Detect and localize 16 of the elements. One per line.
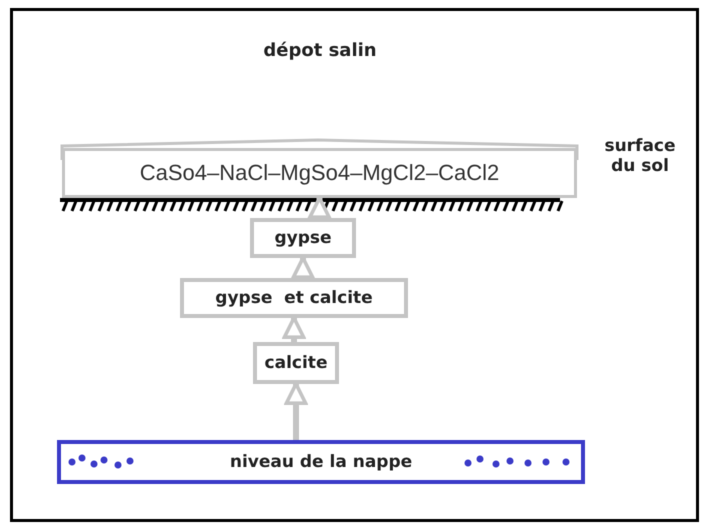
arrow xyxy=(284,382,308,440)
node-text: niveau de la nappe xyxy=(230,452,412,472)
arrow xyxy=(282,316,306,342)
mineral-box xyxy=(180,278,408,318)
node-text: gypse xyxy=(274,228,332,248)
node-text: gypse et calcite xyxy=(215,288,373,308)
deposit-title: dépot salin xyxy=(262,40,378,61)
arrow xyxy=(308,196,331,219)
mineral-box xyxy=(250,218,356,258)
arrow xyxy=(292,256,314,279)
soil-surface-label: surface du sol xyxy=(603,136,677,176)
mineral-box xyxy=(253,342,339,384)
water-table-box xyxy=(57,440,585,484)
node-text: calcite xyxy=(264,353,328,373)
node-text: CaSo4–NaCl–MgSo4–MgCl2–CaCl2 xyxy=(140,160,500,186)
salt-box xyxy=(62,148,577,198)
